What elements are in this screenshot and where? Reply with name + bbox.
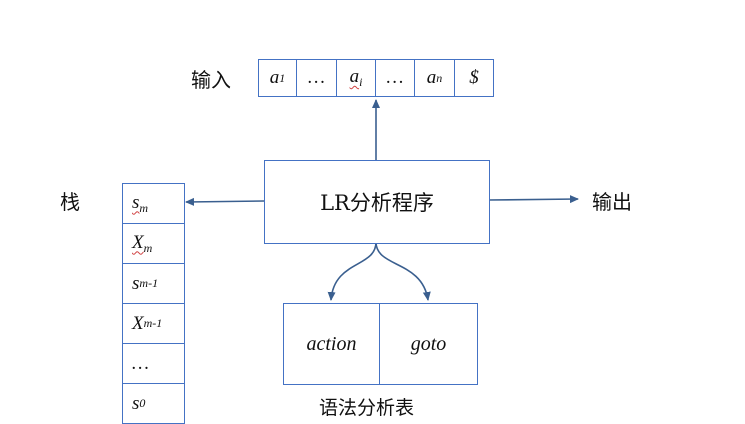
arrow-program-to-stack (185, 197, 265, 206)
stack-cell-sub: 0 (139, 396, 146, 410)
stack-label: 栈 (60, 190, 80, 214)
stack-cell-sub: m-1 (139, 276, 159, 290)
stack-cell-content: sm (132, 192, 148, 216)
stack-cell-base: s (132, 191, 140, 213)
output-label: 输出 (592, 190, 632, 214)
stack-cell: … (123, 344, 184, 384)
input-cell-base: a (426, 67, 437, 88)
arrow-program-to-output (487, 195, 579, 204)
arrow-program-to-goto (375, 241, 431, 301)
action-cell: action (284, 304, 380, 384)
lr-program-box: LR分析程序 (264, 160, 490, 244)
stack-cell-base: s (132, 392, 140, 414)
stack-cell-sub: m (139, 200, 149, 215)
input-cell: … (376, 60, 415, 96)
goto-cell: goto (410, 332, 447, 355)
input-cell-sub: n (436, 70, 443, 85)
stack-cell-base: s (132, 272, 140, 294)
stack-cell-sub: m-1 (143, 316, 163, 330)
input-cell-base: a (269, 67, 280, 88)
lr-program-label: LR分析程序 (320, 191, 434, 215)
input-cell-base: … (308, 67, 325, 88)
input-label: 输入 (191, 68, 231, 92)
stack-cell-base: X (132, 231, 144, 253)
input-cell-end-marker: $ (455, 60, 493, 96)
input-cell-base: … (386, 67, 404, 88)
input-cell-sub: i (359, 75, 363, 89)
parse-table-label: 语法分析表 (319, 397, 415, 419)
stack-cell-sub: m (143, 240, 153, 255)
input-cell-content: ai (350, 66, 363, 90)
arrow-program-to-action (327, 241, 377, 301)
stack-cell-base: … (132, 352, 149, 374)
input-cell-base: $ (469, 67, 479, 88)
stack-cell-content: Xm (132, 232, 152, 256)
input-cell-base: a (349, 66, 360, 87)
stack-cell-base: X (132, 312, 144, 334)
input-cell: … (297, 60, 337, 96)
parse-table: action goto (283, 303, 478, 385)
stack-cell: sm (123, 184, 184, 224)
input-cell-sub: 1 (279, 70, 286, 85)
input-cell: ai (337, 60, 376, 96)
stack-cell: Xm (123, 224, 184, 264)
